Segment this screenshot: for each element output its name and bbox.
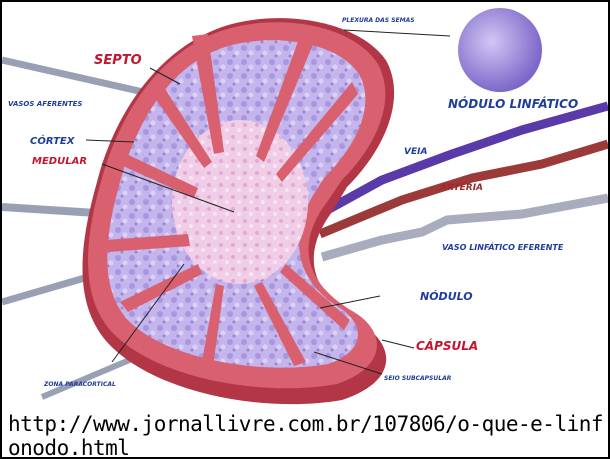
label-septo: SEPTO <box>94 53 142 68</box>
source-url-caption: http://www.jornallivre.com.br/107806/o-q… <box>8 412 604 457</box>
label-veia: VEIA <box>404 147 427 157</box>
label-nodulo-linfatico: NÓDULO LINFÁTICO <box>448 96 578 111</box>
label-cortex: CÓRTEX <box>30 134 76 147</box>
label-seio-subcapsular: SEIO SUBCAPSULAR <box>384 375 452 382</box>
label-arteria: ARTÉRIA <box>439 181 483 193</box>
lymph-node-diagram: SEPTO VASOS AFERENTES CÓRTEX MEDULAR PLE… <box>2 2 608 412</box>
label-zona-paracortical: ZONA PARACORTICAL <box>43 381 116 388</box>
label-capsula: CÁPSULA <box>416 338 478 353</box>
label-vaso-linfatico-eferente: VASO LINFÁTICO EFERENTE <box>442 241 564 252</box>
lymph-node <box>82 18 394 404</box>
label-vasos-aferentes: VASOS AFERENTES <box>8 100 82 108</box>
label-medular: MEDULAR <box>32 156 87 167</box>
lymphatic-nodule-sphere <box>458 8 542 92</box>
label-pleura: PLEXURA DAS SEMAS <box>342 17 415 24</box>
label-nodulo: NÓDULO <box>420 290 473 303</box>
